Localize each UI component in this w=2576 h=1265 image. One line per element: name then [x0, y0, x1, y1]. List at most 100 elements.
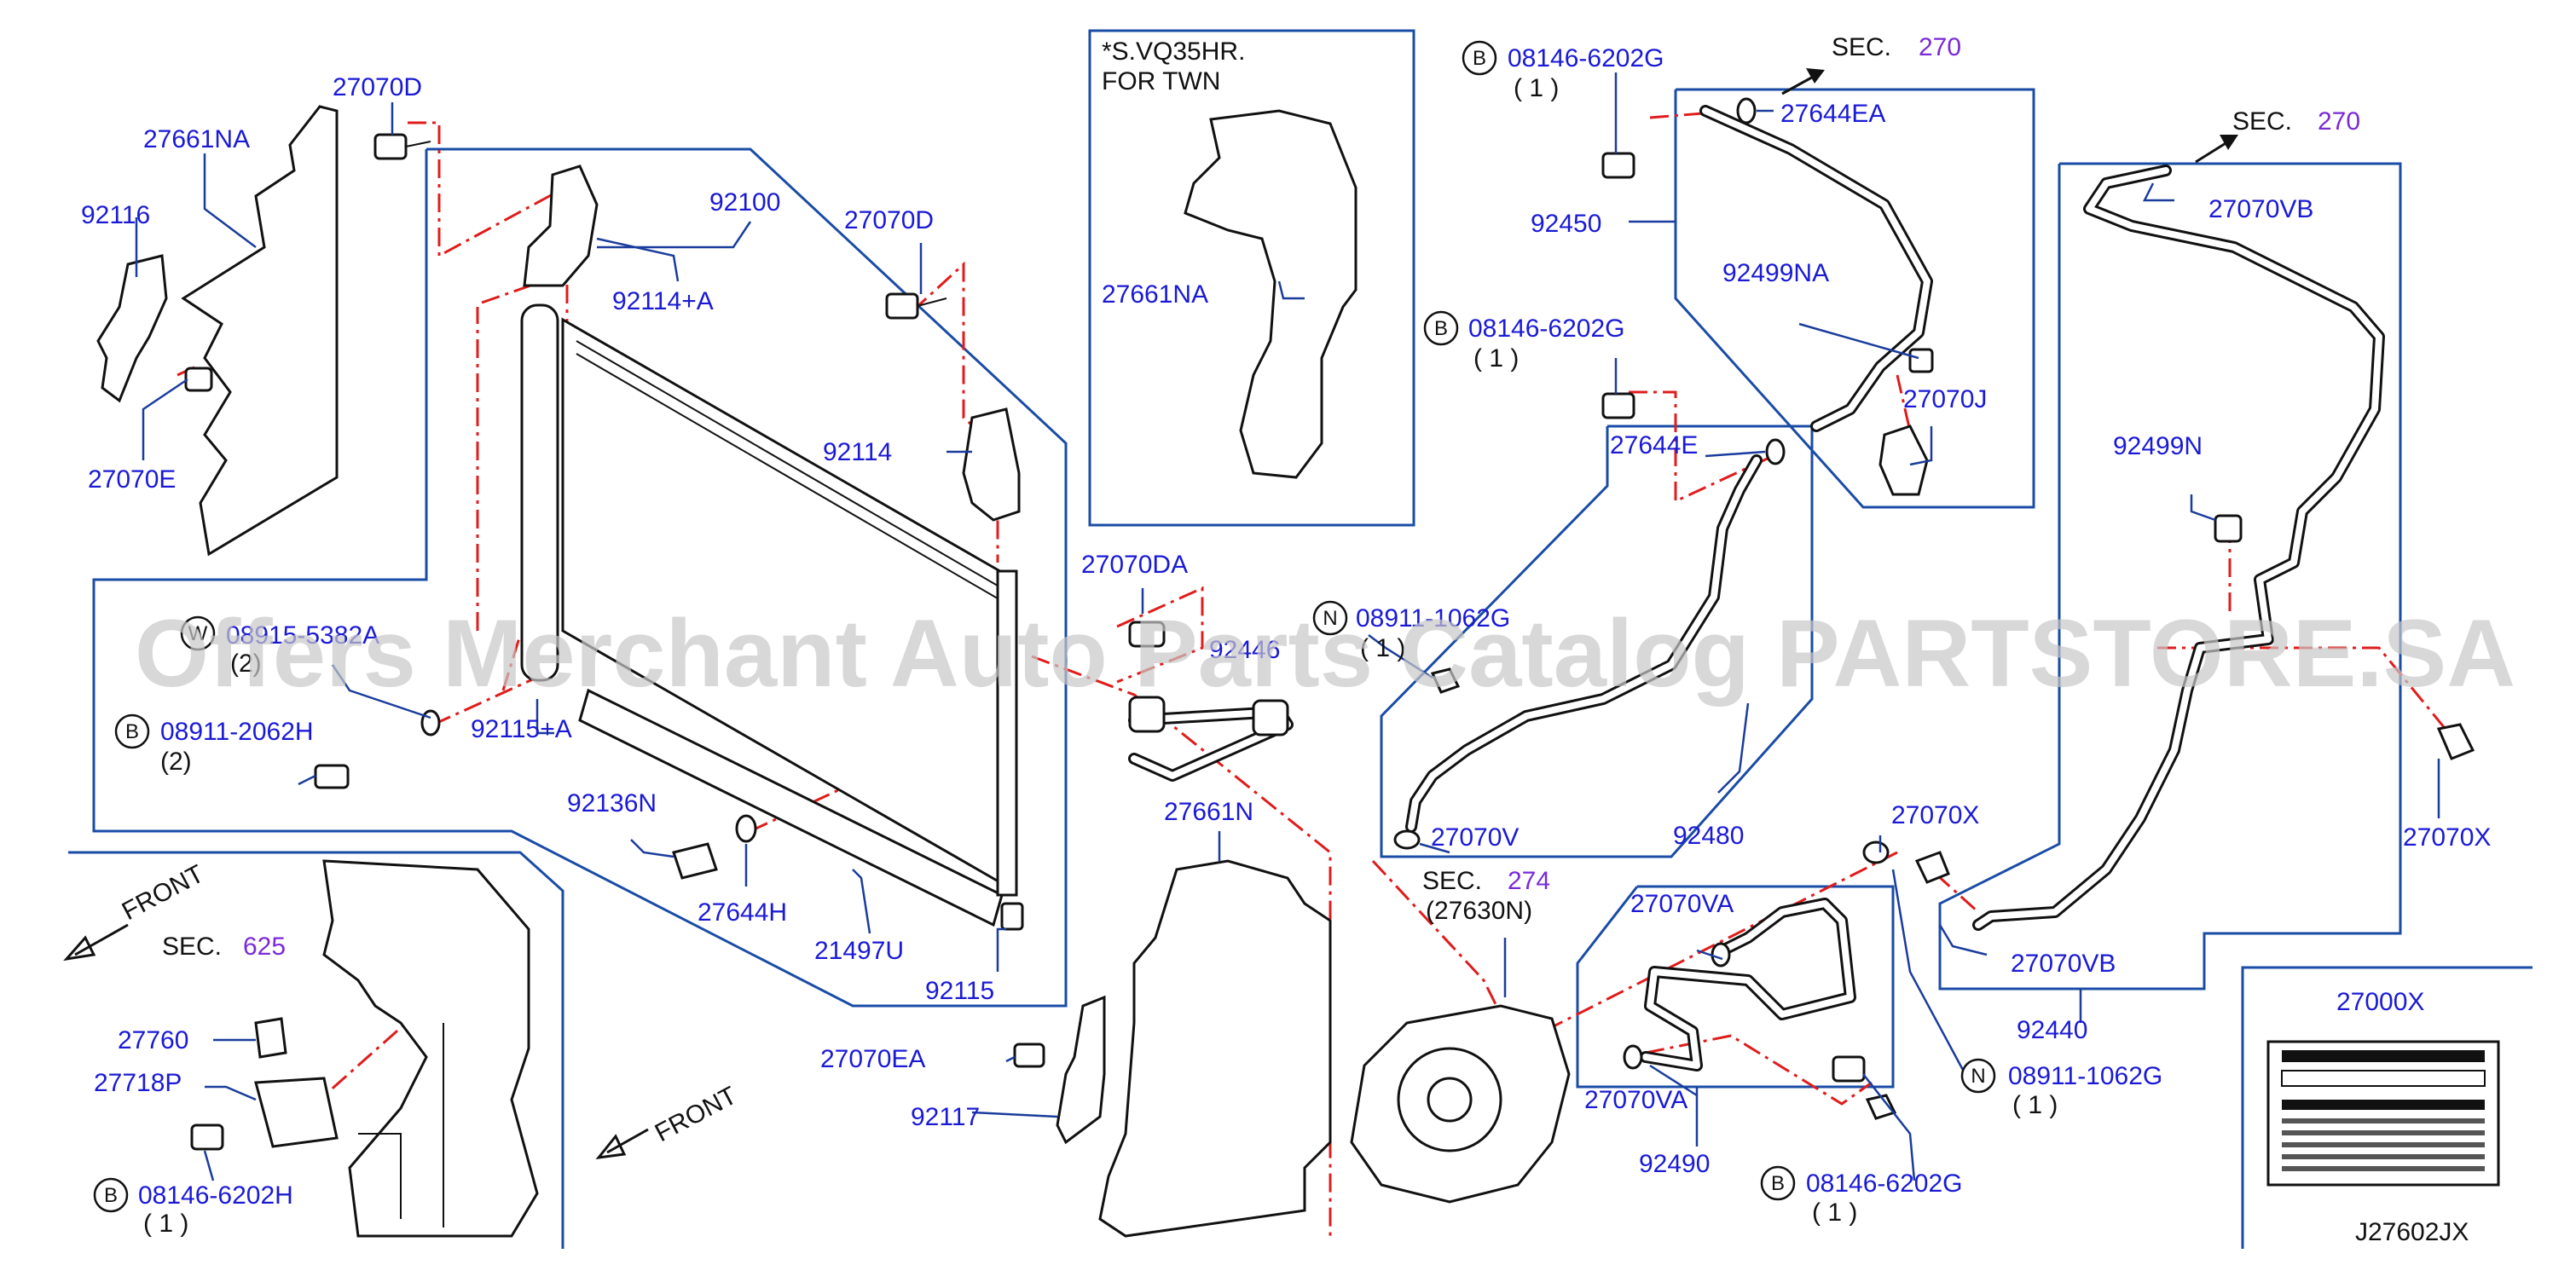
label-08146-6202g-bottom-qty: ( 1 ): [1812, 1199, 1857, 1227]
front-arrow-upper: [63, 923, 129, 962]
label-27644h: 27644H: [698, 898, 787, 927]
label-27661na-variant: 27661NA: [1102, 280, 1208, 309]
bracket-92117: [1056, 995, 1106, 1145]
pipe-92446: [1128, 696, 1294, 782]
hose-92490: [1640, 898, 1856, 1071]
sec-625-prefix: SEC.: [162, 933, 222, 961]
compressor-sec-274: [1350, 1004, 1571, 1204]
label-92136n: 92136N: [567, 789, 657, 817]
label-27070e: 27070E: [88, 465, 176, 494]
label-92490: 92490: [1639, 1150, 1710, 1178]
label-92499na: 92499NA: [1722, 259, 1829, 287]
label-92115: 92115: [925, 977, 994, 1005]
group-box-92450: [1674, 88, 2035, 509]
label-08915-qty: (2): [230, 650, 262, 678]
front-label-lower: FRONT: [651, 1082, 742, 1148]
label-27070ea: 27070EA: [820, 1045, 925, 1073]
label-27070x-right: 27070X: [2403, 823, 2491, 852]
condenser-92100: [520, 303, 1018, 927]
oring-27070va-top: [1711, 942, 1731, 968]
bolt-27070e: [184, 367, 213, 392]
washer-27070x-top: [1862, 840, 1890, 864]
label-08146-6202g-mid-qty: ( 1 ): [1473, 344, 1519, 373]
group-box-92440: [1938, 162, 2402, 991]
sensor-27760: [254, 1017, 287, 1059]
label-08146-6202g-mid: 08146-6202G: [1468, 315, 1625, 343]
oring-27644e: [1765, 438, 1786, 465]
bolt-symbol: B: [1434, 317, 1448, 340]
label-92440: 92440: [2017, 1016, 2087, 1044]
sec-274-number: 274: [1508, 867, 1550, 895]
front-label-upper: FRONT: [118, 860, 209, 927]
group-box-92480: [1380, 425, 1814, 858]
label-08911-1062g-top: 08911-1062G: [1356, 604, 1510, 632]
label-92480: 92480: [1673, 822, 1744, 850]
nut-symbol: N: [1971, 1065, 1985, 1088]
diagram-id: J27602JX: [2355, 1218, 2469, 1246]
clip-92499na: [1908, 348, 1934, 373]
label-27070x-left: 27070X: [1891, 801, 1979, 829]
bushing-92115: [1000, 902, 1024, 931]
sensor-27718p: [254, 1077, 339, 1148]
sec-274-prefix: SEC.: [1422, 867, 1482, 895]
label-08146-6202h-qty: ( 1 ): [143, 1210, 188, 1238]
part-labels: 27070D 27661NA 92116 27070E 92100 92114+…: [81, 44, 2491, 1238]
washer-symbol: W: [188, 622, 208, 645]
oring-27070va-bottom: [1623, 1044, 1643, 1070]
bolt-08146-6202g-b: [1601, 392, 1635, 419]
bolt-symbol: B: [1473, 47, 1486, 70]
group-box-bracket: [68, 851, 564, 1249]
air-guide-variant-27661na: [1184, 109, 1357, 479]
radiator-core-support: [322, 859, 539, 1238]
label-27760: 27760: [118, 1026, 188, 1054]
watermark-text: Offers Merchant Auto Parts Catalog PARTS…: [135, 600, 2515, 707]
bolt-08146-6202h: [190, 1123, 224, 1151]
hose-92480: [1405, 454, 1763, 833]
clip-27070x-right: [2436, 723, 2475, 760]
bolt-symbol: B: [1771, 1172, 1785, 1195]
label-92114a: 92114+A: [612, 287, 714, 315]
sec-274-sub: (27630N): [1426, 897, 1532, 925]
cap-92136n: [672, 842, 718, 880]
label-08146-6202g-bottom: 08146-6202G: [1806, 1170, 1963, 1198]
variant-note-line1: *S.VQ35HR.: [1102, 38, 1245, 66]
sec-270-right-prefix: SEC.: [2232, 107, 2292, 136]
label-92116: 92116: [81, 201, 150, 229]
label-08911-1062g-top-qty: ( 1 ): [1360, 634, 1405, 662]
oring-27644h: [735, 814, 757, 843]
sec-270-right-number: 270: [2318, 107, 2360, 136]
group-box-27000x: [2241, 966, 2533, 1249]
label-08911-1062g-bottom: 08911-1062G: [2008, 1062, 2162, 1090]
sec-arrow-right: [2195, 135, 2238, 164]
label-08146-6202g-top-qty: ( 1 ): [1514, 74, 1559, 102]
label-27070v: 27070V: [1431, 823, 1519, 852]
label-27661n: 27661N: [1164, 798, 1253, 826]
label-27644e: 27644E: [1610, 431, 1698, 459]
bolt-symbol: B: [104, 1184, 118, 1207]
bolt-symbol: B: [125, 720, 139, 743]
label-27661na: 27661NA: [143, 125, 250, 153]
sec-625-number: 625: [243, 933, 286, 961]
bolt-08146-6202g-a: [1601, 152, 1635, 179]
label-08146-6202h: 08146-6202H: [138, 1181, 293, 1210]
label-92115a: 92115+A: [471, 715, 572, 743]
label-08146-6202g-top: 08146-6202G: [1508, 44, 1664, 72]
label-27070d-top: 27070D: [333, 73, 422, 101]
label-92446: 92446: [1209, 636, 1280, 664]
leader-lines: [135, 72, 2440, 1181]
label-27070d-mid: 27070D: [844, 206, 934, 234]
label-92117: 92117: [911, 1103, 980, 1131]
symbol-circles: B B W B N N B B: [93, 40, 1996, 1213]
bracket-92114: [962, 407, 1021, 522]
bolt-08146-6202g-c: [1832, 1055, 1866, 1083]
label-27070vb-top: 27070VB: [2208, 195, 2313, 223]
label-92499n: 92499N: [2113, 432, 2203, 460]
nut-08911-1062g-a: [1430, 667, 1461, 694]
label-08911-1062g-bottom-qty: ( 1 ): [2012, 1091, 2058, 1119]
bolt-27070ea: [1013, 1043, 1045, 1068]
oring-27070v: [1393, 829, 1421, 850]
label-27644ea: 27644EA: [1780, 100, 1885, 128]
group-box-92490: [1576, 885, 1895, 1089]
bracket-92116: [96, 254, 168, 403]
